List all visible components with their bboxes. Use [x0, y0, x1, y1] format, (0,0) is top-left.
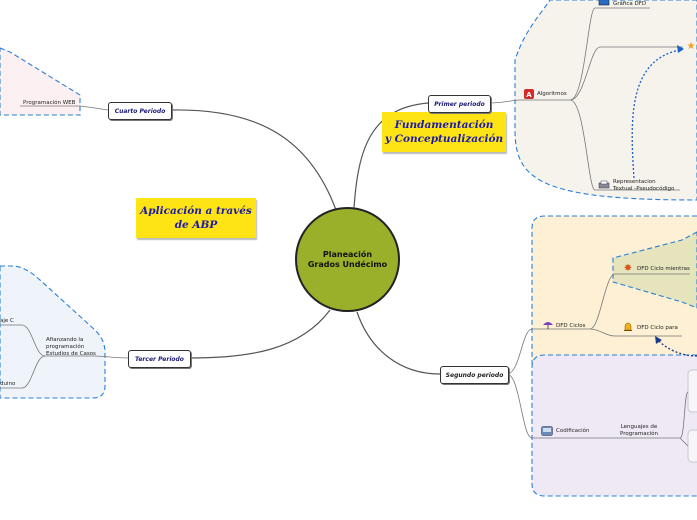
period-segundo[interactable]: Segundo periodo — [440, 366, 509, 384]
lenguaje-c-label[interactable]: aje C — [0, 318, 14, 324]
monitor-icon — [598, 0, 610, 6]
dfd-ciclos-label[interactable]: DFD Ciclos — [556, 323, 586, 329]
umbrella-icon — [542, 320, 554, 330]
algoritmos-label[interactable]: Algoritmos — [537, 91, 567, 97]
period-cuarto[interactable]: Cuarto Periodo — [108, 102, 172, 120]
dfd-mientras-zone — [612, 231, 697, 309]
tercer-to-afianzando — [45, 355, 129, 359]
period-tercer[interactable]: Tercer Periodo — [128, 350, 191, 368]
note-abp[interactable]: Aplicación a través de ABP — [136, 198, 256, 238]
note-fundamentacion-line2: y Conceptualización — [384, 133, 504, 145]
dfd-ciclo-mientras-label[interactable]: DFD Ciclo mientras — [637, 266, 690, 272]
star-icon[interactable]: ★ — [686, 41, 696, 52]
arduino-label[interactable]: duino — [0, 381, 16, 387]
branch-primer — [353, 102, 429, 209]
computer-icon — [541, 426, 553, 436]
algoritmos-to-representacion — [569, 99, 680, 191]
algoritmos-to-grafica — [569, 7, 650, 101]
lenguajes-line1: Lenguajes de — [620, 424, 658, 430]
dfd-ciclo-para-label[interactable]: DFD Ciclo para — [637, 325, 678, 331]
cuarto-periodo-zone — [0, 47, 81, 116]
afianzando-to-ajec — [0, 324, 46, 357]
lenguajes-to-child-1 — [679, 391, 689, 439]
primer-to-algoritmos — [488, 99, 570, 104]
lenguajes-line2: Programación — [620, 431, 658, 437]
ciclos-to-mientras — [589, 273, 690, 330]
segundo-to-ciclos — [506, 328, 590, 375]
afianzando-line3: Estudios de Casos — [46, 351, 96, 357]
primer-periodo-zone — [514, 0, 697, 201]
relationship-arrowhead-para — [655, 336, 662, 344]
afianzando-label[interactable]: Afianzando la programación Estudios de C… — [46, 337, 96, 358]
grafica-dfd-label[interactable]: Gráfica DFD — [613, 1, 647, 7]
period-primer[interactable]: Primer periodo — [428, 95, 491, 113]
segundo-to-codificacion — [506, 373, 600, 439]
relationship-arrowhead-star — [677, 45, 684, 53]
burst-icon: ✸ — [623, 263, 633, 274]
branch-tercer — [189, 309, 331, 359]
lenguajes-to-child-2 — [679, 437, 689, 447]
representacion-line2: Textual -Pseudocódigo — [613, 186, 675, 192]
cuarto-to-web — [20, 105, 109, 111]
programacion-web-label[interactable]: Programación WEB — [23, 100, 76, 106]
printer-icon — [598, 180, 610, 190]
central-topic[interactable]: Planeación Grados Undécimo — [295, 207, 400, 312]
note-fundamentacion-line1: Fundamentación — [394, 119, 494, 131]
bell-icon — [623, 322, 633, 332]
note-abp-line1: Aplicación a través — [140, 205, 252, 217]
letter-a-icon: A — [524, 89, 534, 99]
relationship-arrow-para — [657, 339, 697, 357]
algoritmos-to-star — [569, 46, 683, 101]
branch-segundo — [356, 311, 441, 375]
branch-cuarto — [169, 109, 337, 211]
tercer-periodo-zone — [0, 265, 106, 399]
afianzando-line1: Afianzando la — [46, 337, 84, 343]
note-fundamentacion[interactable]: Fundamentación y Conceptualización — [382, 112, 506, 152]
note-abp-line2: de ABP — [174, 219, 218, 231]
lenguajes-child-box-2 — [687, 429, 697, 463]
representacion-line1: Representacion — [613, 179, 656, 185]
lenguajes-child-box-1 — [687, 369, 697, 413]
afianzando-line2: programación — [46, 344, 85, 350]
central-topic-line1: Planeación — [322, 249, 373, 259]
lenguajes-label[interactable]: Lenguajes de Programación — [620, 424, 658, 438]
representacion-label[interactable]: Representacion Textual -Pseudocódigo — [613, 179, 674, 193]
ciclos-to-para — [589, 328, 682, 337]
relationship-arrow-representacion-star — [631, 49, 681, 179]
central-topic-line2: Grados Undécimo — [307, 259, 388, 269]
codificacion-zone — [531, 354, 697, 497]
afianzando-to-duino — [0, 355, 46, 389]
svg-text:A: A — [526, 91, 532, 99]
codificacion-label[interactable]: Codificación — [556, 428, 590, 434]
